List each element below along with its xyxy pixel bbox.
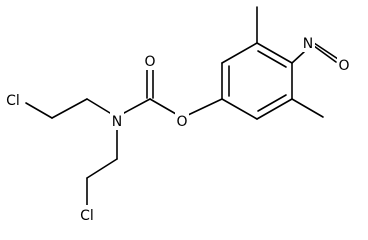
atom-nitrogen: N [110, 112, 124, 130]
bond-ring-nitroso-n [291, 51, 305, 64]
atom-carbonyl-oxygen: O [143, 52, 157, 70]
atom-nitroso-nitrogen: N [301, 34, 315, 52]
atom-nitroso-oxygen: O [337, 56, 351, 74]
atom-label-nitrogen: N [112, 114, 122, 130]
bond-nitroso-double-b [313, 45, 337, 63]
bond-carbonyl-o-ester [149, 98, 177, 115]
bond-methyl-bottom [291, 98, 324, 118]
atom-label-cl-top: Cl [6, 93, 20, 109]
bond-cl-ch2-upper [25, 102, 53, 119]
atom-label-ester-oxygen: O [176, 114, 187, 130]
bond-ring-6 [221, 98, 258, 120]
atom-label-cl-bottom: Cl [80, 208, 94, 224]
atom-cl-bottom: Cl [75, 205, 99, 225]
bond-o-ring [187, 98, 223, 116]
bond-ring-5-inner [257, 94, 287, 112]
atom-label-carbonyl-oxygen: O [144, 54, 155, 70]
bond-n-carbonyl [123, 98, 151, 114]
atom-cl-top: Cl [2, 90, 24, 110]
bond-ch2-n-upper [86, 98, 111, 114]
atom-label-nitroso-nitrogen: N [303, 36, 313, 52]
bond-ring-3 [256, 42, 293, 64]
bond-ring-5 [256, 98, 293, 120]
bond-nitroso-double-a [310, 40, 339, 60]
bond-ch2-ch2-upper [51, 98, 88, 119]
bond-ring-3-inner [257, 50, 287, 68]
bond-ch2-ch2-lower [86, 158, 118, 179]
bond-lines [25, 6, 339, 206]
atom-ester-oxygen: O [175, 112, 189, 130]
bond-ring-2 [221, 42, 258, 64]
atom-label-nitroso-oxygen: O [338, 58, 349, 74]
chemical-structure: Cl Cl N O O N O [2, 6, 351, 225]
